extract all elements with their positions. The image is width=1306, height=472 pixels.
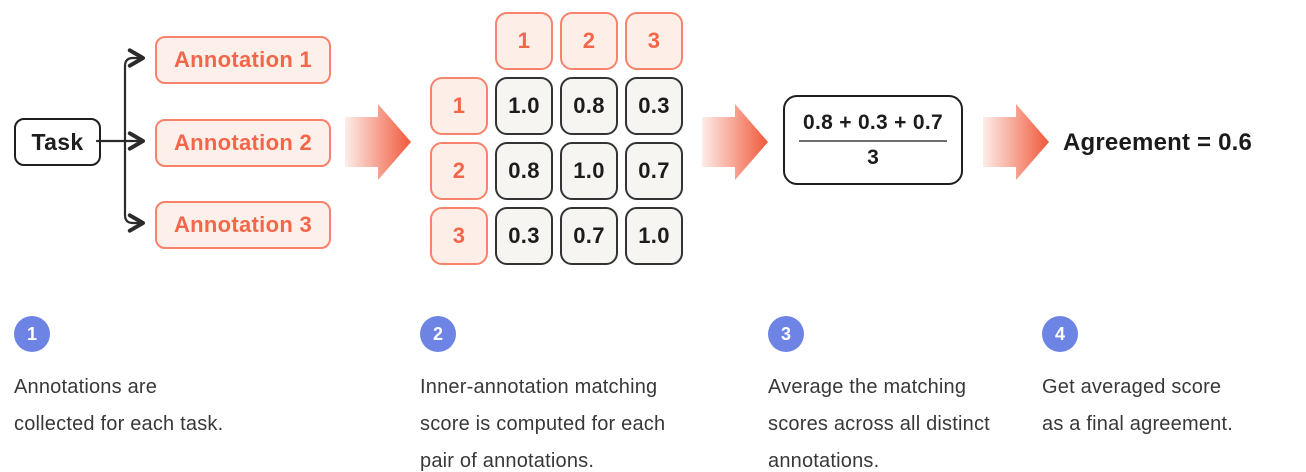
annotation-2-label: Annotation 2 [173, 130, 313, 155]
step-3-description: Average the matching scores across all d… [768, 369, 1038, 472]
matrix-row-header: 3 [430, 207, 488, 265]
step-text-line: Inner-annotation matching [420, 376, 658, 398]
step-number: 3 [780, 323, 791, 344]
matrix-cell: 1.0 [625, 207, 683, 265]
task-node: Task [14, 118, 101, 166]
step-text-line: scores across all distinct [768, 413, 990, 435]
step-number: 1 [26, 323, 37, 344]
step-text-line: pair of annotations. [420, 450, 595, 472]
step-text-line: annotations. [768, 450, 880, 472]
step-4-description: Get averaged score as a final agreement. [1042, 369, 1292, 443]
step-number: 2 [432, 323, 443, 344]
flow-arrow-icon [702, 104, 768, 180]
step-text-line: Get averaged score [1042, 376, 1222, 398]
matrix-col-header: 2 [560, 12, 618, 70]
matrix-corner-empty [430, 12, 488, 70]
step-text-line: collected for each task. [14, 413, 224, 435]
step-2-number-badge: 2 [420, 316, 456, 352]
connector-to-annotation-3 [123, 139, 145, 233]
matrix-cell: 1.0 [495, 77, 553, 135]
step-text-line: as a final agreement. [1042, 413, 1233, 435]
step-1-number-badge: 1 [14, 316, 50, 352]
flow-arrow-icon [983, 104, 1049, 180]
flow-arrow-icon [345, 104, 411, 180]
matrix-cell: 0.8 [495, 142, 553, 200]
step-text-line: Annotations are [14, 376, 158, 398]
step-2: 2 Inner-annotation matching score is com… [420, 316, 720, 472]
fraction-numerator: 0.8 + 0.3 + 0.7 [803, 110, 943, 134]
branch-connector-lines [95, 48, 145, 233]
matrix-cell: 0.7 [625, 142, 683, 200]
connector-to-annotation-1 [123, 48, 145, 143]
annotation-2-node: Annotation 2 [155, 119, 331, 167]
annotation-1-label: Annotation 1 [173, 47, 313, 72]
annotation-3-label: Annotation 3 [173, 212, 313, 237]
matrix-row-header: 2 [430, 142, 488, 200]
step-4: 4 Get averaged score as a final agreemen… [1042, 316, 1292, 443]
task-label: Task [31, 128, 84, 155]
step-1: 1 Annotations are collected for each tas… [14, 316, 294, 443]
annotation-1-node: Annotation 1 [155, 36, 331, 84]
matrix-cell: 0.3 [495, 207, 553, 265]
agreement-result-label: Agreement = 0.6 [1063, 129, 1253, 156]
fraction-divider [799, 139, 947, 142]
step-2-description: Inner-annotation matching score is compu… [420, 369, 720, 472]
matrix-col-header: 1 [495, 12, 553, 70]
step-3: 3 Average the matching scores across all… [768, 316, 1038, 472]
step-text-line: score is computed for each [420, 413, 666, 435]
matrix-cell: 0.8 [560, 77, 618, 135]
matrix-cell: 1.0 [560, 142, 618, 200]
step-number: 4 [1054, 323, 1065, 344]
matching-score-matrix: 1 2 3 1 1.0 0.8 0.3 2 0.8 1.0 0.7 3 0.3 … [430, 12, 683, 265]
matrix-cell: 0.3 [625, 77, 683, 135]
average-fraction-box: 0.8 + 0.3 + 0.7 3 [783, 95, 963, 185]
matrix-col-header: 3 [625, 12, 683, 70]
annotation-3-node: Annotation 3 [155, 201, 331, 249]
step-3-number-badge: 3 [768, 316, 804, 352]
step-text-line: Average the matching [768, 376, 967, 398]
matrix-row-header: 1 [430, 77, 488, 135]
step-4-number-badge: 4 [1042, 316, 1078, 352]
matrix-cell: 0.7 [560, 207, 618, 265]
step-1-description: Annotations are collected for each task. [14, 369, 294, 443]
fraction-denominator: 3 [867, 145, 879, 169]
